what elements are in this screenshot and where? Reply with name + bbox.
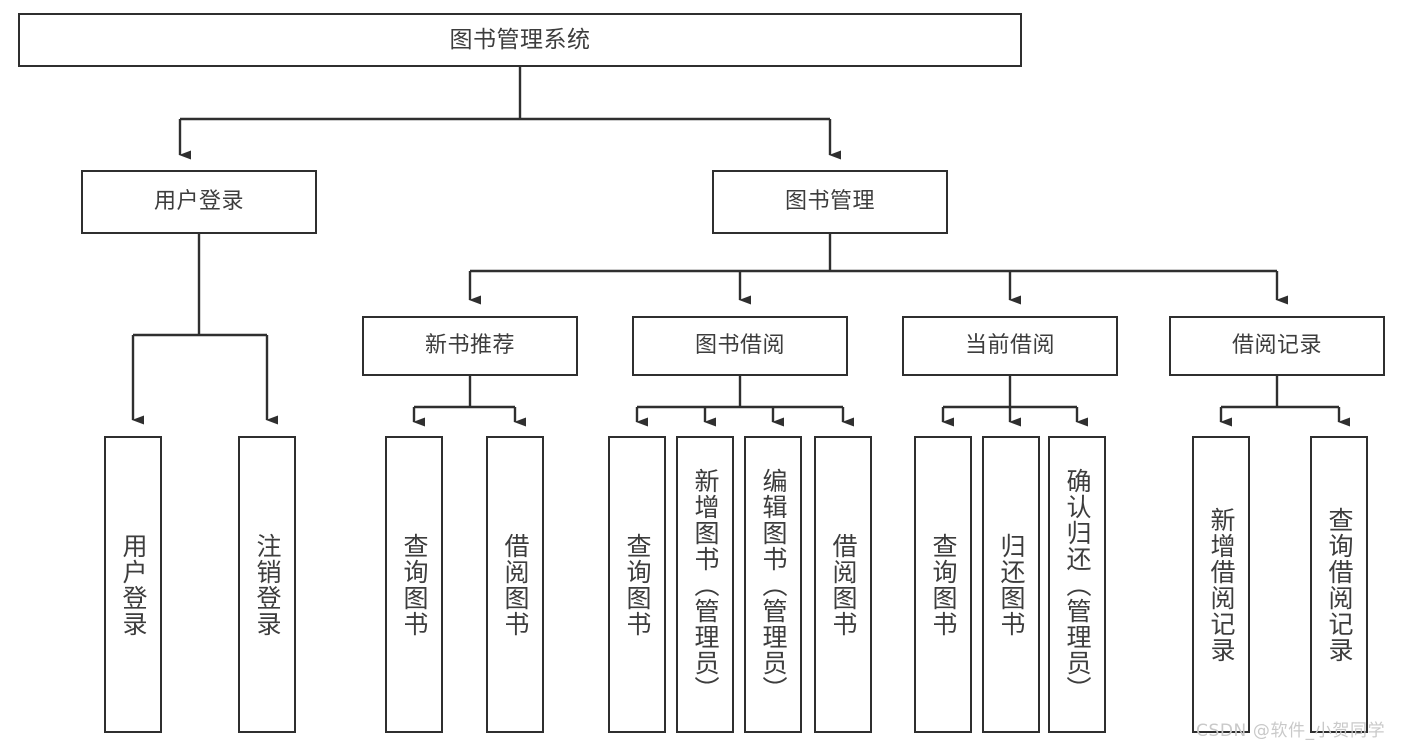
leaf-query-book-recommend[interactable]: 查询图书 bbox=[385, 436, 443, 733]
csdn-watermark: CSDN @软件_小贺同学 bbox=[1196, 721, 1386, 741]
node-label: 新增图书（管理员） bbox=[691, 467, 720, 702]
node-label: 借阅图书 bbox=[501, 532, 530, 637]
node-new-book-recommend[interactable]: 新书推荐 bbox=[362, 316, 578, 376]
node-label: 图书借阅 bbox=[694, 333, 785, 358]
node-borrow-record[interactable]: 借阅记录 bbox=[1169, 316, 1385, 376]
leaf-return-book[interactable]: 归还图书 bbox=[982, 436, 1040, 733]
node-label: 用户登录 bbox=[153, 189, 244, 214]
leaf-borrow-book[interactable]: 借阅图书 bbox=[814, 436, 872, 733]
node-label: 图书管理系统 bbox=[449, 26, 591, 53]
node-label: 查询图书 bbox=[929, 532, 958, 637]
leaf-borrow-book-recommend[interactable]: 借阅图书 bbox=[486, 436, 544, 733]
node-label: 借阅图书 bbox=[829, 532, 858, 637]
node-user-login[interactable]: 用户登录 bbox=[81, 170, 317, 234]
leaf-query-book-current[interactable]: 查询图书 bbox=[914, 436, 972, 733]
node-label: 借阅记录 bbox=[1231, 333, 1322, 358]
node-book-borrow[interactable]: 图书借阅 bbox=[632, 316, 848, 376]
node-label: 查询图书 bbox=[400, 532, 429, 637]
leaf-logout[interactable]: 注销登录 bbox=[238, 436, 296, 733]
node-label: 查询图书 bbox=[623, 532, 652, 637]
node-label: 当前借阅 bbox=[964, 333, 1055, 358]
leaf-add-borrow-record[interactable]: 新增借阅记录 bbox=[1192, 436, 1250, 733]
node-label: 用户登录 bbox=[119, 532, 148, 637]
leaf-query-borrow-record[interactable]: 查询借阅记录 bbox=[1310, 436, 1368, 733]
leaf-add-book-admin[interactable]: 新增图书（管理员） bbox=[676, 436, 734, 733]
node-label: 编辑图书（管理员） bbox=[759, 467, 788, 702]
leaf-query-book-borrow[interactable]: 查询图书 bbox=[608, 436, 666, 733]
leaf-edit-book-admin[interactable]: 编辑图书（管理员） bbox=[744, 436, 802, 733]
node-root-book-management-system[interactable]: 图书管理系统 bbox=[18, 13, 1022, 67]
node-label: 注销登录 bbox=[253, 532, 282, 637]
leaf-confirm-return-admin[interactable]: 确认归还（管理员） bbox=[1048, 436, 1106, 733]
node-current-borrow[interactable]: 当前借阅 bbox=[902, 316, 1118, 376]
node-label: 查询借阅记录 bbox=[1325, 506, 1354, 663]
node-label: 新书推荐 bbox=[424, 333, 515, 358]
node-label: 图书管理 bbox=[784, 189, 875, 214]
node-label: 新增借阅记录 bbox=[1207, 506, 1236, 663]
leaf-user-login[interactable]: 用户登录 bbox=[104, 436, 162, 733]
node-label: 归还图书 bbox=[997, 532, 1026, 637]
node-book-management[interactable]: 图书管理 bbox=[712, 170, 948, 234]
node-label: 确认归还（管理员） bbox=[1063, 467, 1092, 702]
